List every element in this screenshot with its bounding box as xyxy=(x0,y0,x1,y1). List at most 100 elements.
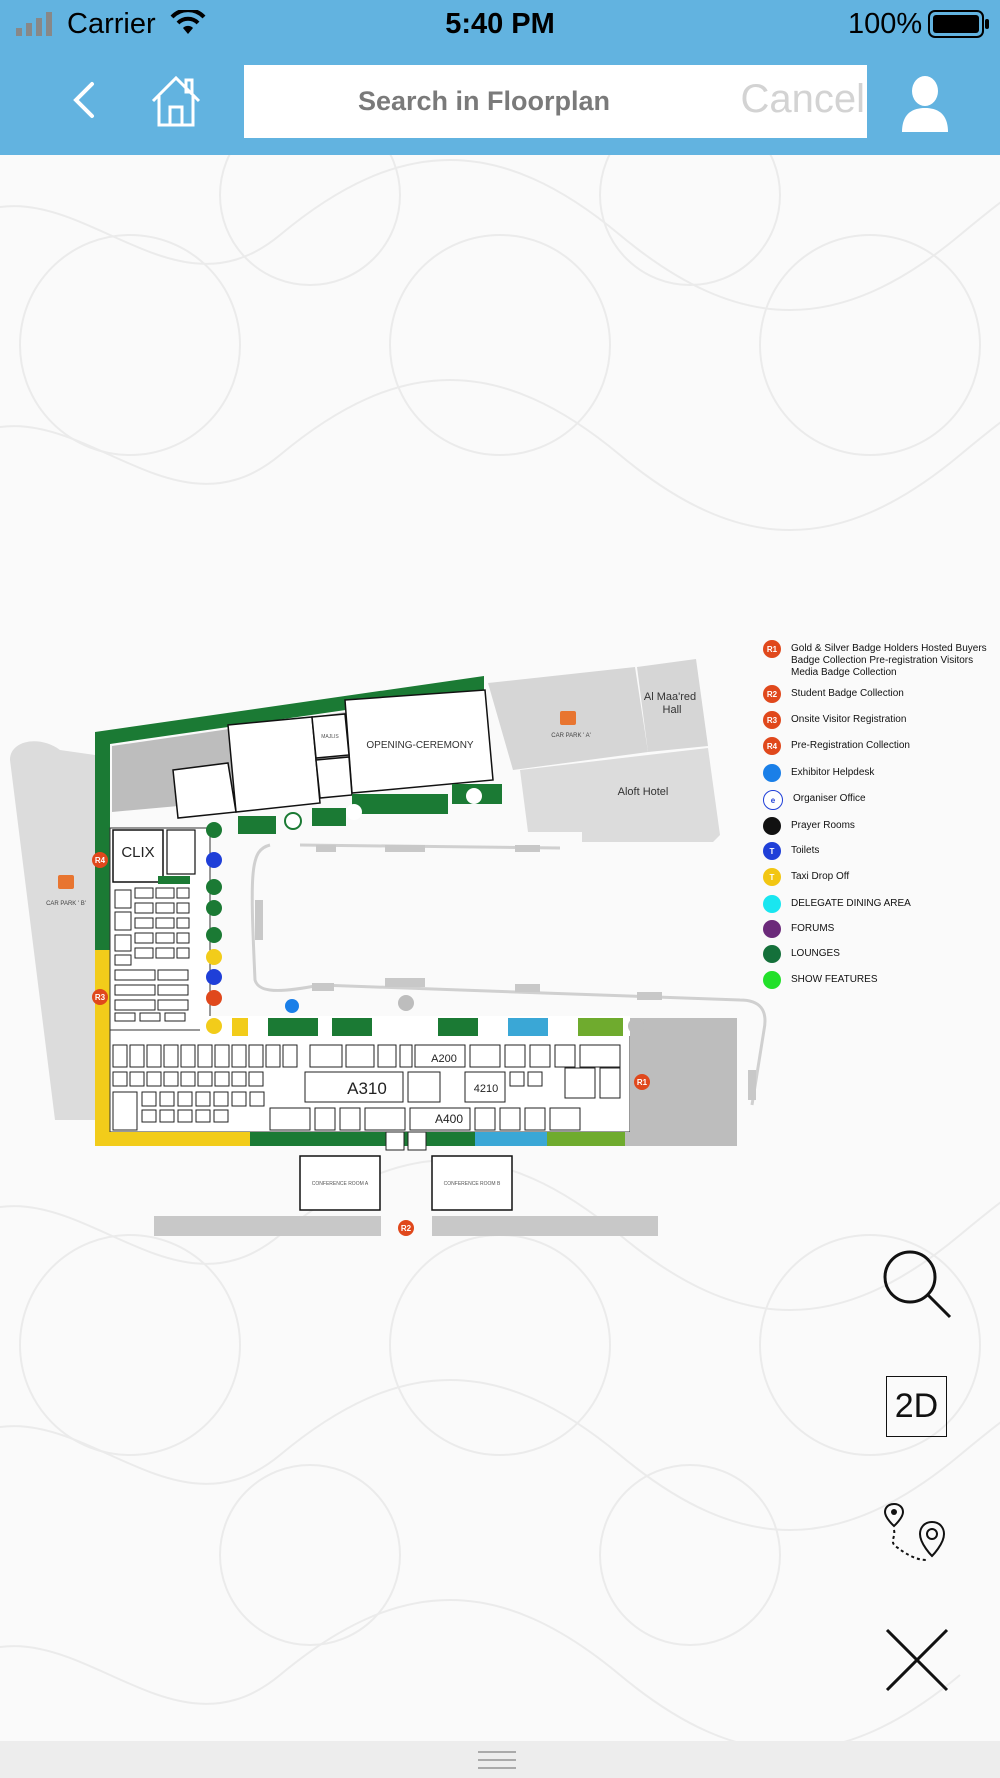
legend-marker-icon: e xyxy=(763,790,783,810)
majlis-room[interactable] xyxy=(311,713,350,759)
legend-label-line: Onsite Visitor Registration xyxy=(791,714,907,725)
legend-label: Toilets xyxy=(791,842,819,857)
search-input[interactable] xyxy=(244,65,724,138)
clix-booth[interactable] xyxy=(112,829,164,883)
legend-marker-icon xyxy=(763,817,781,835)
facility-markers xyxy=(206,822,644,1034)
legend-label-line: Student Badge Collection xyxy=(791,688,904,699)
conference-room-a[interactable] xyxy=(299,1155,381,1211)
legend-label: LOUNGES xyxy=(791,945,840,960)
r1-marker: R1 xyxy=(637,1078,648,1087)
legend-label-line: Badge Collection Pre-registration Visito… xyxy=(791,655,974,666)
legend-label: DELEGATE DINING AREA xyxy=(791,895,911,910)
battery-icon xyxy=(928,10,989,38)
aloft-hotel-label: Aloft Hotel xyxy=(618,786,669,798)
clix-label: CLIX xyxy=(121,844,154,861)
majlis-label: MAJLIS xyxy=(321,734,339,740)
legend-item: FORUMS xyxy=(763,920,834,938)
view-mode-button[interactable]: 2D xyxy=(886,1376,947,1437)
legend-label-line: Media Badge Collection xyxy=(791,667,897,678)
legend-label: Organiser Office xyxy=(793,790,866,805)
hall-room-a[interactable] xyxy=(227,716,321,813)
floorplan-map[interactable]: CAR PARK ' B' CAR PARK ' A' Al Maa'red H… xyxy=(0,590,1000,1240)
app-header: Carrier 5:40 PM 100% Cancel xyxy=(0,0,1000,155)
signal-icon xyxy=(16,12,52,36)
legend-label-line: Toilets xyxy=(791,845,820,856)
r3-marker: R3 xyxy=(95,993,106,1002)
home-icon[interactable] xyxy=(150,74,202,128)
booth-a310-label: A310 xyxy=(347,1079,387,1098)
r4-marker: R4 xyxy=(95,856,106,865)
legend-marker-icon xyxy=(763,945,781,963)
legend-label: Gold & Silver Badge Holders Hosted Buyer… xyxy=(791,640,987,679)
hall-room-b[interactable] xyxy=(172,762,237,819)
legend-label-line: Prayer Rooms xyxy=(791,820,855,831)
user-icon[interactable] xyxy=(900,74,950,132)
legend-item: e Organiser Office xyxy=(763,790,866,810)
legend-marker-icon: R1 xyxy=(763,640,781,658)
car-park-a-icon xyxy=(560,711,576,725)
legend-item: SHOW FEATURES xyxy=(763,971,877,989)
legend-item: R2 Student Badge Collection xyxy=(763,685,904,703)
legend-marker-icon xyxy=(763,764,781,782)
legend-label-line: FORUMS xyxy=(791,923,835,934)
legend-label-line: Exhibitor Helpdesk xyxy=(791,767,875,778)
search-box: Cancel xyxy=(244,65,867,138)
taxi-strip xyxy=(95,950,110,1146)
legend-label: Prayer Rooms xyxy=(791,817,855,832)
opening-ceremony-label: OPENING-CEREMONY xyxy=(366,740,474,751)
legend-label-line: DELEGATE DINING AREA xyxy=(791,898,911,909)
status-time: 5:40 PM xyxy=(445,8,555,40)
legend-marker-icon xyxy=(763,920,781,938)
booth-a400-label: A400 xyxy=(435,1112,463,1126)
drawer-handle-icon[interactable] xyxy=(478,1749,516,1771)
legend-marker-icon: R2 xyxy=(763,685,781,703)
booth-a200-label: A200 xyxy=(431,1053,457,1065)
legend-item: LOUNGES xyxy=(763,945,840,963)
legend-label: Taxi Drop Off xyxy=(791,868,849,883)
magnifier-icon[interactable] xyxy=(880,1247,954,1321)
legend-marker-icon: R3 xyxy=(763,711,781,729)
wifi-icon xyxy=(170,10,206,34)
legend-label-line: SHOW FEATURES xyxy=(791,974,878,985)
battery-percent: 100% xyxy=(848,8,923,40)
booth-4210-label: 4210 xyxy=(474,1083,498,1095)
car-park-b-icon xyxy=(58,875,74,889)
conference-room-b[interactable] xyxy=(431,1155,513,1211)
legend-item: R1 Gold & Silver Badge Holders Hosted Buy… xyxy=(763,640,987,679)
legend-item: Prayer Rooms xyxy=(763,817,855,835)
legend-marker-icon xyxy=(763,895,781,913)
legend-item: R3 Onsite Visitor Registration xyxy=(763,711,906,729)
legend-label-line: Gold & Silver Badge Holders Hosted Buyer… xyxy=(791,643,987,654)
car-park-a-label: CAR PARK ' A' xyxy=(551,733,591,739)
legend-label: Student Badge Collection xyxy=(791,685,904,700)
al-maared-label-2: Hall xyxy=(663,704,682,716)
legend-label-line: LOUNGES xyxy=(791,948,840,959)
conference-room-b-label: CONFERENCE ROOM B xyxy=(444,1181,501,1187)
car-park-b-area xyxy=(10,741,95,1120)
close-icon[interactable] xyxy=(884,1627,950,1693)
al-maared-label-1: Al Maa'red xyxy=(644,691,696,703)
carrier-label: Carrier xyxy=(67,8,156,40)
legend-marker-icon: T xyxy=(763,842,781,860)
legend-label: Pre-Registration Collection xyxy=(791,737,910,752)
legend-item: T Toilets xyxy=(763,842,819,860)
legend-label-line: Taxi Drop Off xyxy=(791,871,850,882)
legend-marker-icon xyxy=(763,971,781,989)
back-chevron-icon[interactable] xyxy=(70,80,98,120)
lounge-bars xyxy=(238,784,502,834)
cancel-button[interactable]: Cancel xyxy=(740,77,865,121)
legend-label-line: Organiser Office xyxy=(793,793,866,804)
aloft-hotel xyxy=(520,748,720,842)
car-park-b-label: CAR PARK ' B' xyxy=(46,901,86,907)
legend-label: FORUMS xyxy=(791,920,834,935)
legend-label: SHOW FEATURES xyxy=(791,971,877,986)
status-bar: Carrier 5:40 PM 100% xyxy=(0,0,1000,50)
small-room[interactable] xyxy=(315,756,353,799)
legend-label: Exhibitor Helpdesk xyxy=(791,764,874,779)
route-icon[interactable] xyxy=(882,1502,952,1562)
al-maared-hall xyxy=(637,659,708,752)
conference-room-a-label: CONFERENCE ROOM A xyxy=(312,1181,369,1187)
